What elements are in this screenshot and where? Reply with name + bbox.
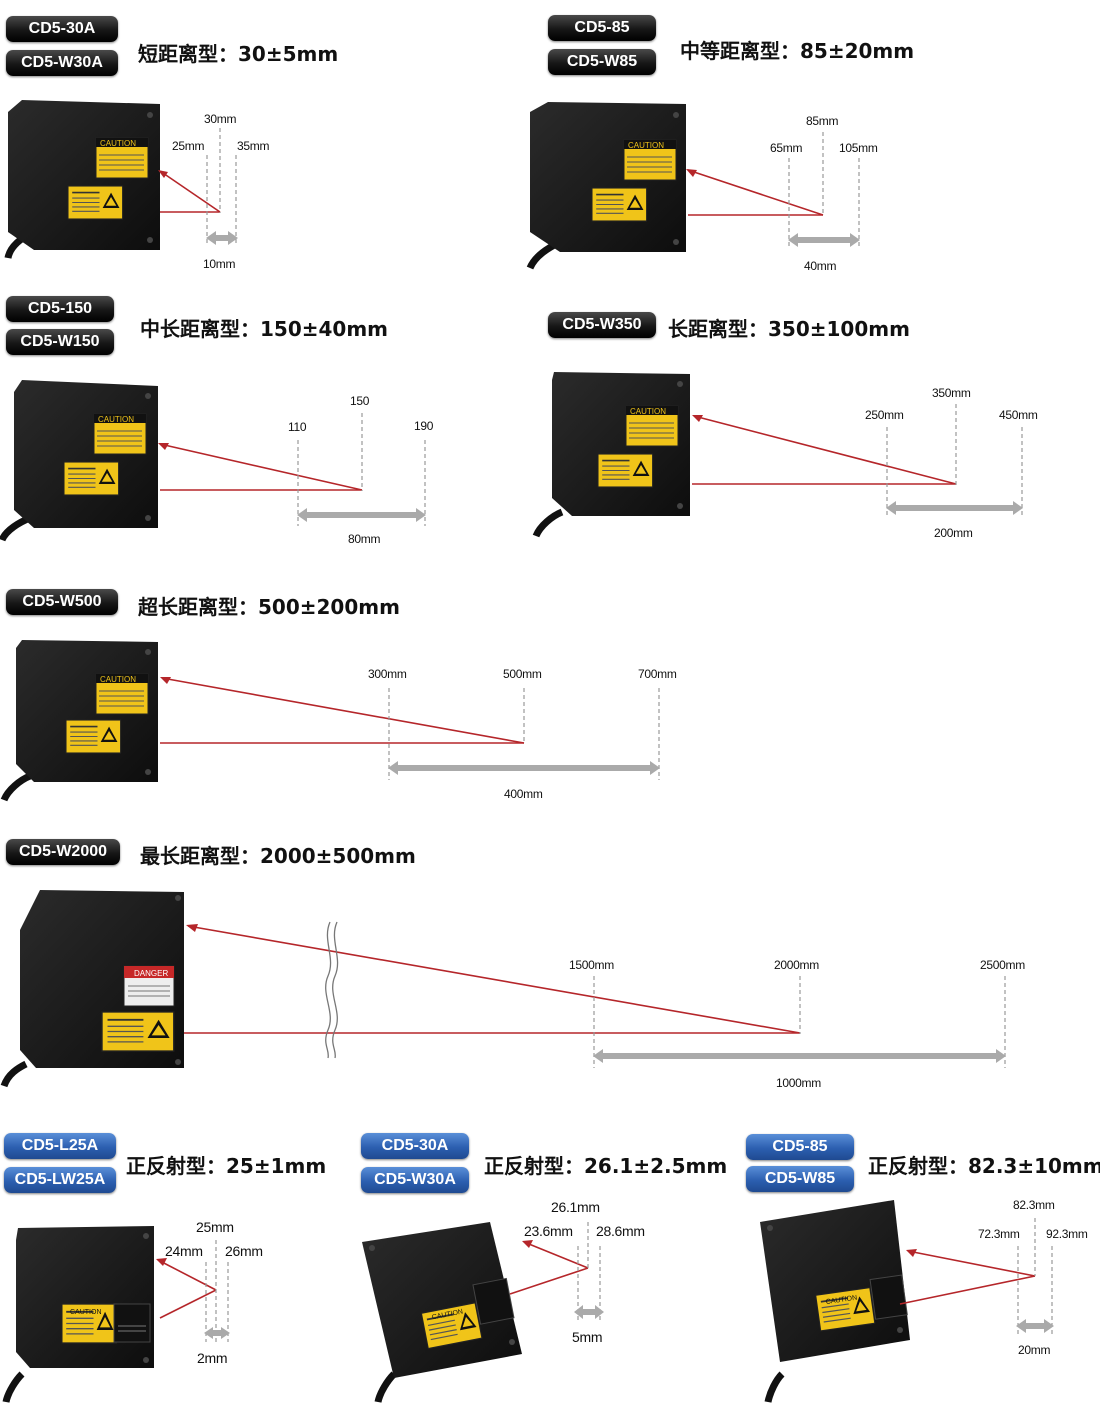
sensor-device: [0, 640, 158, 802]
model-badge: CD5-W2000: [6, 839, 120, 865]
far-distance-label: 92.3mm: [1046, 1227, 1088, 1241]
model-badge: CD5-LW25A: [4, 1167, 116, 1193]
model-badge: CD5-30A: [6, 16, 118, 42]
range-label: 20mm: [1018, 1343, 1051, 1357]
sensor-device: [760, 1200, 910, 1403]
near-distance-label: 110: [288, 420, 307, 434]
section-title: 中长距离型：150±40mm: [140, 317, 389, 341]
laser-beam-return: [907, 1250, 1036, 1277]
center-distance-label: 150: [350, 394, 370, 408]
near-distance-label: 300mm: [368, 667, 407, 681]
near-distance-label: 24mm: [165, 1243, 203, 1259]
center-distance-label: 85mm: [806, 114, 839, 128]
laser-beam-emit: [509, 1267, 589, 1295]
section-title: 短距离型：30±5mm: [138, 42, 339, 66]
range-label: 1000mm: [776, 1076, 821, 1090]
far-distance-label: 190: [414, 419, 434, 433]
caution-label: CAUTION: [70, 1309, 102, 1316]
sensor-device: [2, 1226, 154, 1403]
section-title: 正反射型：82.3±10mm: [868, 1154, 1100, 1178]
sensor-device: [362, 1222, 522, 1403]
near-distance-label: 1500mm: [569, 958, 614, 972]
model-badge: CD5-30A: [361, 1133, 469, 1159]
laser-beam-emit: [899, 1275, 1036, 1305]
range-label: 400mm: [504, 787, 543, 801]
center-distance-label: 350mm: [932, 386, 971, 400]
far-distance-label: 26mm: [225, 1243, 263, 1259]
laser-beam-return: [523, 1241, 589, 1269]
section-title: 中等距离型：85±20mm: [680, 39, 915, 63]
caution-label: CAUTION: [825, 1295, 857, 1306]
model-badge: CD5-150: [6, 296, 114, 322]
laser-beam-return: [157, 1259, 217, 1291]
far-distance-label: 2500mm: [980, 958, 1025, 972]
caution-label: CAUTION: [100, 675, 136, 684]
far-distance-label: 105mm: [839, 141, 878, 155]
far-distance-label: 450mm: [999, 408, 1038, 422]
near-distance-label: 25mm: [172, 139, 205, 153]
laser-beam-return: [161, 677, 525, 744]
laser-beam-return: [693, 415, 957, 485]
center-distance-label: 82.3mm: [1013, 1198, 1055, 1212]
caution-label: CAUTION: [98, 415, 134, 424]
sensor-device: [526, 102, 686, 270]
near-distance-label: 65mm: [770, 141, 803, 155]
laser-beam-return: [187, 925, 801, 1034]
laser-beam-return: [159, 443, 363, 491]
model-badge: CD5-W350: [548, 312, 656, 338]
sensor-device: [0, 380, 158, 542]
caution-label: CAUTION: [100, 139, 136, 148]
near-distance-label: 250mm: [865, 408, 904, 422]
section-title: 长距离型：350±100mm: [668, 317, 910, 341]
danger-label: DANGER: [134, 969, 168, 978]
laser-beam-return: [687, 169, 824, 216]
model-badge: CD5-W30A: [361, 1167, 469, 1193]
near-distance-label: 23.6mm: [524, 1223, 573, 1239]
near-distance-label: 72.3mm: [978, 1227, 1020, 1241]
center-distance-label: 500mm: [503, 667, 542, 681]
section-title: 正反射型：26.1±2.5mm: [484, 1154, 728, 1178]
range-label: 10mm: [203, 257, 236, 271]
section-title: 正反射型：25±1mm: [126, 1154, 327, 1178]
model-badge: CD5-85: [548, 15, 656, 41]
model-badge: CD5-L25A: [4, 1133, 116, 1159]
caution-label: CAUTION: [628, 141, 664, 150]
range-label: 2mm: [197, 1350, 228, 1366]
section-title: 最长距离型：2000±500mm: [140, 844, 416, 868]
sensor-device: [4, 100, 160, 259]
far-distance-label: 700mm: [638, 667, 677, 681]
model-badge: CD5-W85: [746, 1166, 854, 1192]
caution-label: CAUTION: [630, 407, 666, 416]
laser-beam-emit: [159, 1289, 217, 1319]
sensor-device: [532, 372, 690, 538]
center-distance-label: 30mm: [204, 112, 237, 126]
range-label: 40mm: [804, 259, 837, 273]
center-distance-label: 25mm: [196, 1219, 234, 1235]
far-distance-label: 35mm: [237, 139, 270, 153]
model-badge: CD5-W85: [548, 49, 656, 75]
range-label: 200mm: [934, 526, 973, 540]
model-badge: CD5-W500: [6, 589, 118, 615]
range-label: 80mm: [348, 532, 381, 546]
laser-beam-return: [159, 170, 221, 213]
range-label: 5mm: [572, 1329, 603, 1345]
model-badge: CD5-W30A: [6, 50, 118, 76]
section-title: 超长距离型：500±200mm: [138, 595, 400, 619]
sensor-device: [0, 890, 184, 1088]
center-distance-label: 2000mm: [774, 958, 819, 972]
model-badge: CD5-W150: [6, 329, 114, 355]
far-distance-label: 28.6mm: [596, 1223, 645, 1239]
center-distance-label: 26.1mm: [551, 1199, 600, 1215]
model-badge: CD5-85: [746, 1134, 854, 1160]
